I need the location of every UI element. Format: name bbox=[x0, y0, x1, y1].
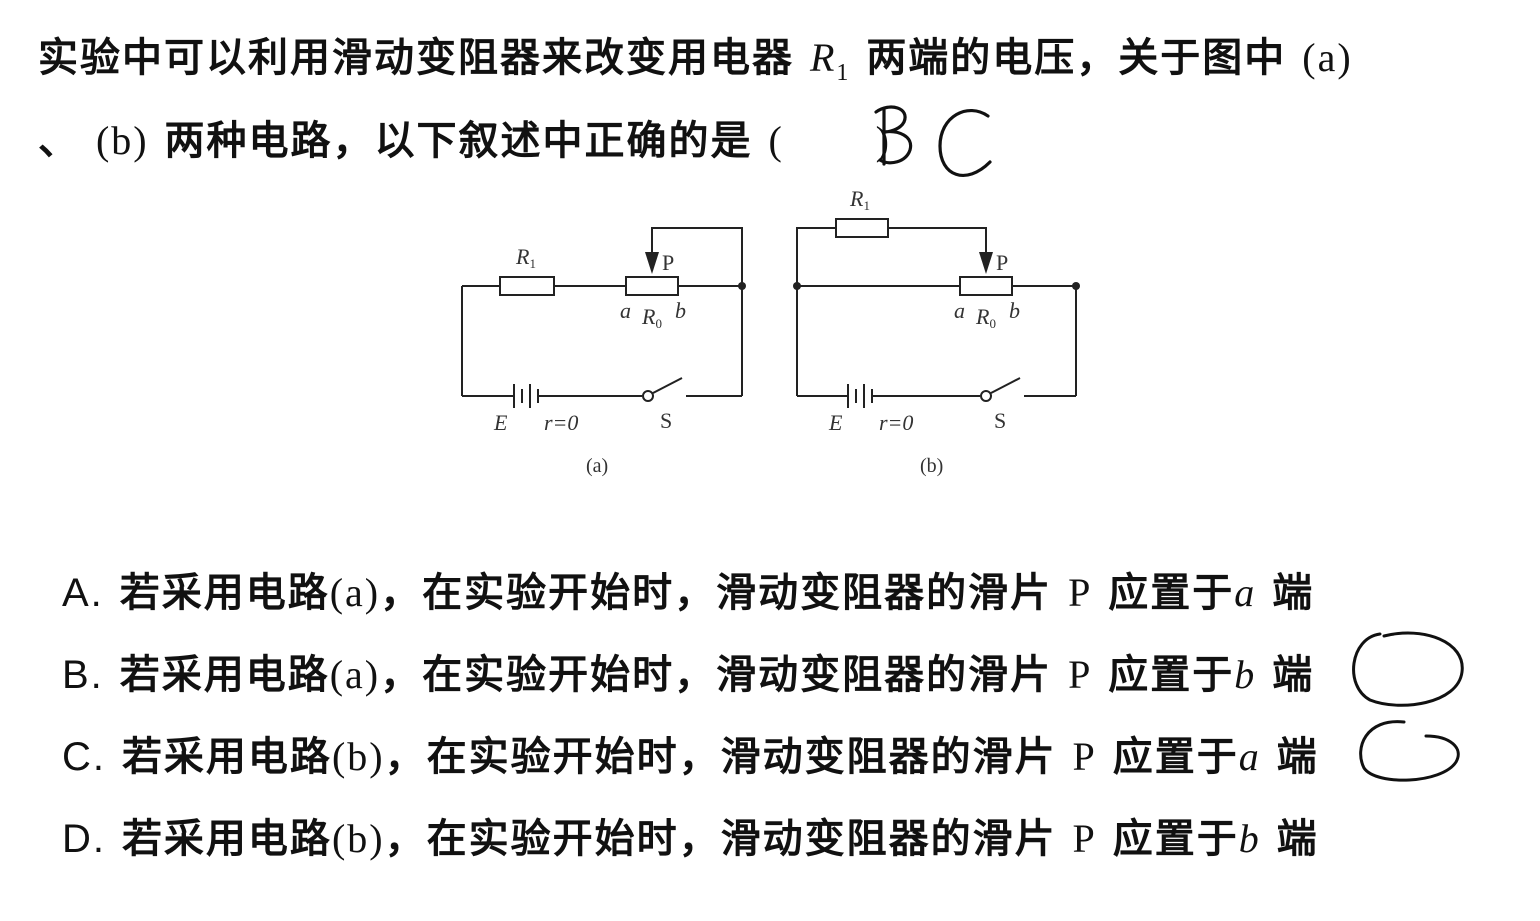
option-text: 端 bbox=[1276, 815, 1319, 862]
option-slider-p: P bbox=[1068, 652, 1093, 697]
switch-b bbox=[980, 390, 992, 402]
option-text: ，在实验开始时，滑动变阻器的滑片 bbox=[380, 569, 1053, 616]
option-b[interactable]: B. 若采用电路(a)，在实验开始时，滑动变阻器的滑片 P 应置于b 端 bbox=[62, 642, 1522, 724]
rheostat-r0-a bbox=[625, 276, 679, 296]
junction-dot bbox=[738, 282, 746, 290]
option-circuit-ref: (a) bbox=[329, 652, 381, 697]
junction-dot bbox=[1072, 282, 1080, 290]
option-text: 若采用电路 bbox=[121, 733, 332, 780]
label-e-a: E bbox=[493, 410, 508, 435]
option-end-var: b bbox=[1238, 816, 1261, 861]
answer-options: A. 若采用电路(a)，在实验开始时，滑动变阻器的滑片 P 应置于a 端 B. … bbox=[62, 560, 1522, 888]
option-text: 若采用电路 bbox=[121, 815, 332, 862]
option-text: 若采用电路 bbox=[119, 651, 330, 698]
option-letter: D. bbox=[62, 817, 106, 861]
option-text: 应置于 bbox=[1112, 815, 1239, 862]
option-text: 端 bbox=[1272, 569, 1315, 616]
circuit-b bbox=[796, 218, 1077, 408]
option-text: 应置于 bbox=[1108, 569, 1235, 616]
question-text: 两端的电压，关于图中 bbox=[866, 34, 1287, 81]
rheostat-r0-b bbox=[959, 276, 1013, 296]
question-text: 两种电路，以下叙述中正确的是 bbox=[164, 117, 753, 164]
circuit-figure: R1 P a R0 b E r=0 S (a) R1 P a R0 b E r=… bbox=[461, 186, 1080, 477]
label-r-b: r=0 bbox=[879, 410, 913, 435]
switch-a bbox=[642, 390, 654, 402]
label-a-b: a bbox=[954, 298, 965, 323]
option-c[interactable]: C. 若采用电路(b)，在实验开始时，滑动变阻器的滑片 P 应置于a 端 bbox=[62, 724, 1522, 806]
resistor-r1-b bbox=[835, 218, 889, 238]
option-a[interactable]: A. 若采用电路(a)，在实验开始时，滑动变阻器的滑片 P 应置于a 端 bbox=[62, 560, 1522, 642]
slider-arrow-a bbox=[645, 252, 659, 274]
question-stem: 实验中可以利用滑动变阻器来改变用电器 R1 两端的电压，关于图中 (a) 、 (… bbox=[38, 24, 1528, 175]
option-circuit-ref: (a) bbox=[329, 570, 381, 615]
option-text: ，在实验开始时，滑动变阻器的滑片 bbox=[384, 815, 1057, 862]
option-text: 若采用电路 bbox=[119, 569, 330, 616]
handwritten-answer bbox=[874, 105, 992, 177]
label-p-a: P bbox=[662, 250, 674, 275]
option-d[interactable]: D. 若采用电路(b)，在实验开始时，滑动变阻器的滑片 P 应置于b 端 bbox=[62, 806, 1522, 888]
caption-a: (a) bbox=[586, 455, 608, 477]
question-line-1: 实验中可以利用滑动变阻器来改变用电器 R1 两端的电压，关于图中 (a) bbox=[38, 24, 1528, 107]
option-circuit-ref: (b) bbox=[331, 816, 385, 861]
option-text: 应置于 bbox=[1108, 651, 1235, 698]
option-end-var: a bbox=[1238, 734, 1261, 779]
label-b-a: b bbox=[675, 298, 686, 323]
label-b-b: b bbox=[1009, 298, 1020, 323]
option-text: ，在实验开始时，滑动变阻器的滑片 bbox=[380, 651, 1053, 698]
option-slider-p: P bbox=[1068, 570, 1093, 615]
junction-dot bbox=[793, 282, 801, 290]
label-s-b: S bbox=[994, 408, 1006, 433]
handwritten-letter-c bbox=[938, 109, 992, 177]
circuit-a bbox=[461, 227, 743, 408]
option-letter: A. bbox=[62, 571, 104, 615]
label-r1-b: R1 bbox=[849, 186, 870, 213]
question-line-2: 、 (b) 两种电路，以下叙述中正确的是 ( ) bbox=[38, 107, 1528, 175]
label-e-b: E bbox=[828, 410, 843, 435]
caption-b: (b) bbox=[920, 455, 943, 477]
question-text: 、 bbox=[38, 117, 80, 164]
label-s-a: S bbox=[660, 408, 672, 433]
resistor-variable: R1 bbox=[809, 35, 851, 86]
option-text: 应置于 bbox=[1112, 733, 1239, 780]
slider-arrow-b bbox=[979, 252, 993, 274]
option-slider-p: P bbox=[1072, 734, 1097, 779]
answer-blank-open: ( bbox=[768, 118, 784, 163]
label-r0-a: R0 bbox=[641, 304, 662, 331]
label-a-a: a bbox=[620, 298, 631, 323]
handwritten-letter-b bbox=[874, 105, 913, 165]
option-text: 端 bbox=[1272, 651, 1315, 698]
option-end-var: b bbox=[1234, 652, 1257, 697]
answer-blank-close: ) bbox=[875, 118, 891, 163]
resistor-r1-a bbox=[499, 276, 555, 296]
label-p-b: P bbox=[996, 250, 1008, 275]
label-r1-a: R1 bbox=[515, 244, 536, 271]
circuit-ref-b: (b) bbox=[95, 118, 149, 163]
label-r-a: r=0 bbox=[544, 410, 578, 435]
circuit-ref-a: (a) bbox=[1302, 35, 1353, 80]
option-slider-p: P bbox=[1072, 816, 1097, 861]
label-r0-b: R0 bbox=[975, 304, 996, 331]
option-letter: B. bbox=[62, 653, 104, 697]
option-text: ，在实验开始时，滑动变阻器的滑片 bbox=[384, 733, 1057, 780]
question-text: 实验中可以利用滑动变阻器来改变用电器 bbox=[38, 34, 794, 81]
option-text: 端 bbox=[1276, 733, 1319, 780]
option-end-var: a bbox=[1234, 570, 1257, 615]
option-circuit-ref: (b) bbox=[331, 734, 385, 779]
option-letter: C. bbox=[62, 735, 106, 779]
